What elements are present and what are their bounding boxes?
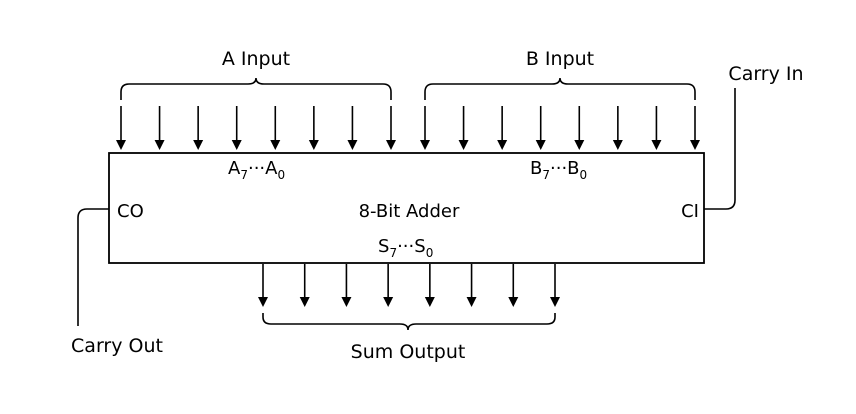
carry-out-line [77,208,109,326]
b-input-arrow-arrowhead-3 [535,140,546,150]
adder-block [108,152,705,264]
a-input-arrow-arrowhead-2 [193,140,204,150]
carry-in-label: Carry In [728,63,803,85]
a-input-arrow-arrowhead-7 [386,140,396,150]
a-input-arrow-arrowhead-4 [270,140,281,150]
sum-output-arrow-arrowhead-5 [466,297,477,307]
sum-output-arrow-arrowhead-6 [508,297,519,307]
sum-output-brace [262,313,556,331]
a-input-arrow-arrowhead-1 [154,140,165,150]
b-input-arrow-arrowhead-5 [612,140,623,150]
carry-out-pin-label: CO [117,201,144,222]
sum-output-arrows [258,264,560,307]
a-input-arrow-arrowhead-6 [347,140,358,150]
b-input-arrow-arrowhead-2 [497,140,508,150]
b-input-arrow-arrowhead-6 [651,140,662,150]
b-bus-label: B7···B0 [530,158,587,182]
carry-in-line [704,88,736,210]
sum-output-arrow-arrowhead-4 [424,297,435,307]
a-input-arrow-arrowhead-3 [231,140,242,150]
a-bus-label: A7···A0 [228,158,285,182]
b-input-label: B Input [526,48,594,70]
carry-in-pin-label: CI [681,201,699,222]
a-input-label: A Input [222,48,290,70]
b-input-arrow-arrowhead-7 [690,140,700,150]
sum-output-arrow-arrowhead-2 [341,297,352,307]
b-input-arrow-arrowhead-0 [420,140,430,150]
sum-output-arrow-arrowhead-7 [550,297,560,307]
b-input-arrows [420,106,700,150]
sum-output-arrow-arrowhead-3 [383,297,394,307]
sum-output-arrow-arrowhead-1 [299,297,310,307]
a-input-brace [120,77,392,100]
sum-output-arrow-arrowhead-0 [258,297,268,307]
b-input-arrow-arrowhead-4 [574,140,585,150]
carry-out-label: Carry Out [71,335,163,357]
sum-output-label: Sum Output [351,341,466,363]
adder-title: 8-Bit Adder [359,201,460,222]
a-input-arrow-arrowhead-0 [116,140,126,150]
a-input-arrows [116,106,396,150]
a-input-arrow-arrowhead-5 [308,140,319,150]
b-input-arrow-arrowhead-1 [458,140,469,150]
sum-bus-label: S7···S0 [378,236,433,260]
b-input-brace [424,77,696,100]
